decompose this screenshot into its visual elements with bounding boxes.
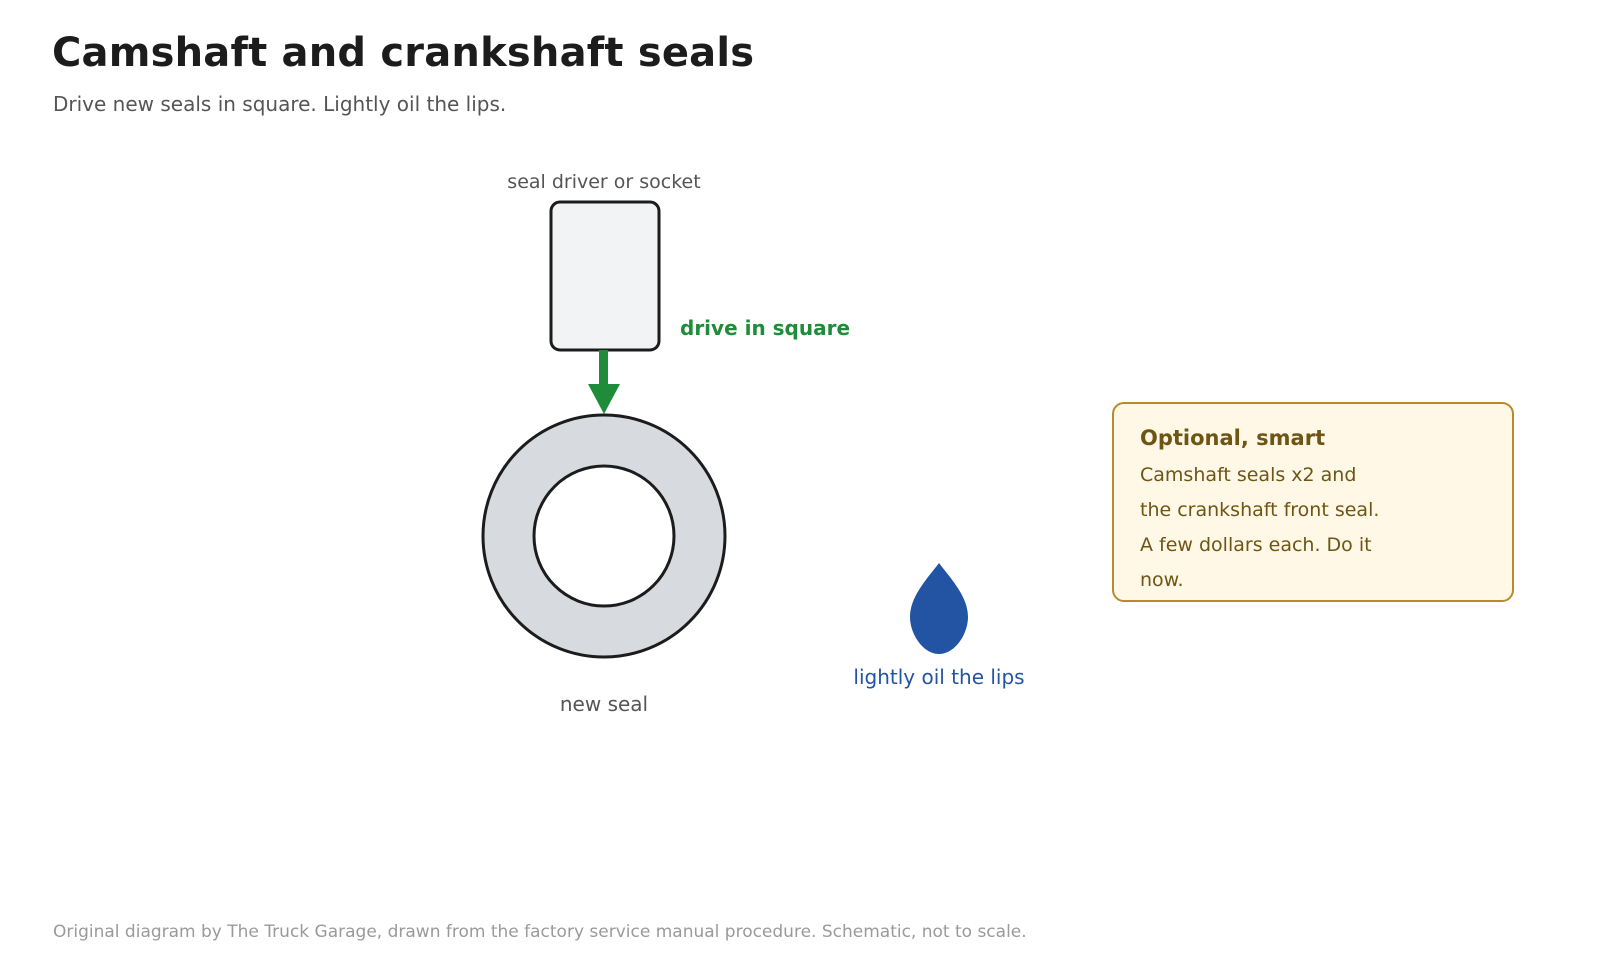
- seal-label: new seal: [560, 692, 648, 716]
- callout-title: Optional, smart: [1140, 426, 1326, 450]
- drive-arrow-shaft: [599, 350, 608, 386]
- optional-tip-callout: Optional, smart Camshaft seals x2 and th…: [1112, 402, 1514, 602]
- page-title: Camshaft and crankshaft seals: [52, 30, 755, 76]
- driver-label: seal driver or socket: [507, 171, 700, 193]
- page-subtitle: Drive new seals in square. Lightly oil t…: [53, 92, 507, 116]
- seal-driver-block: [549, 200, 661, 352]
- seal-inner-bore: [532, 464, 676, 608]
- oil-drop-icon: [910, 563, 968, 654]
- oil-label: lightly oil the lips: [853, 665, 1024, 689]
- drive-arrow-head: [588, 384, 620, 414]
- callout-body: Camshaft seals x2 and the crankshaft fro…: [1140, 464, 1380, 591]
- drive-label: drive in square: [680, 316, 850, 340]
- footer-credit: Original diagram by The Truck Garage, dr…: [53, 922, 1027, 942]
